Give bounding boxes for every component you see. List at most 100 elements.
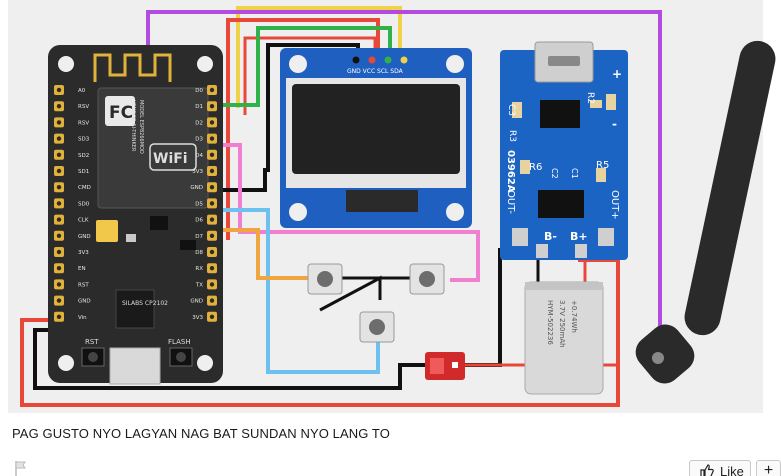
mcu-pin-hole	[209, 136, 215, 141]
mcu-pin-hole	[56, 201, 62, 206]
mcu-pin-hole	[56, 314, 62, 319]
power-switch	[425, 352, 465, 380]
mcu-pin-hole	[56, 136, 62, 141]
mcu-pin-hole	[56, 266, 62, 271]
charger-plus-top: +	[612, 67, 622, 81]
mcu-pin-hole	[56, 87, 62, 93]
mcu-pin-hole	[209, 152, 215, 157]
charger-r5: R5	[596, 160, 609, 171]
mcu-pin-label: GND	[78, 234, 91, 240]
mcu-pin-label: GND	[190, 185, 203, 191]
mcu-pin-hole	[56, 233, 62, 238]
wire-red-vcc	[226, 18, 380, 240]
mcu-pin-hole	[56, 217, 62, 222]
oled-display: GND VCC SCL SDA	[280, 48, 472, 228]
mcu-pin-label: D7	[195, 234, 203, 240]
cp2102-label: SILABS CP2102	[122, 300, 168, 307]
lipo-battery: HYM-502236 3.7V 250mAh +0.74Wh	[524, 281, 604, 395]
mcu-pin-label: D8	[195, 250, 203, 256]
mcu-pin-label: CLK	[78, 218, 89, 224]
mcu-pin-label: 3V3	[78, 250, 89, 256]
wire-black-gnd	[222, 43, 360, 192]
charger-minus-top: -	[612, 117, 617, 131]
mcu-pin-hole	[209, 185, 215, 190]
mcu-pin-hole	[209, 233, 215, 238]
wire-blue	[222, 208, 380, 374]
mcu-pin-hole	[209, 217, 215, 222]
charger-r3: R3	[507, 130, 517, 142]
charger-c3: C3	[506, 104, 516, 116]
wire-pink	[222, 143, 480, 282]
mcu-pin-label: D0	[195, 88, 203, 94]
mcu-pin-hole	[209, 314, 215, 319]
mcu-pin-label: SD1	[78, 169, 89, 175]
mcu-pin-label: D6	[195, 218, 203, 224]
mcu-pin-hole	[56, 104, 62, 109]
mcu-pin-hole	[209, 87, 215, 93]
battery-line-1: HYM-502236	[546, 300, 554, 345]
mcu-pin-hole	[56, 282, 62, 287]
charger-module: C3 R2 R3 R6 R5 C2 C1 03962A + - OUT- OUT…	[500, 41, 628, 260]
mcu-pin-label: 3V3	[192, 169, 203, 175]
charger-r2: R2	[585, 92, 595, 104]
flash-label: FLASH	[168, 338, 191, 346]
mcu-pin-label: D3	[195, 137, 203, 143]
mcu-pin-label: 3V3	[192, 315, 203, 321]
mcu-pin-label: D5	[195, 201, 203, 207]
mcu-pin-hole	[209, 120, 215, 125]
thumbs-up-icon	[700, 464, 714, 476]
mcu-pin-hole	[209, 201, 215, 206]
wire-black-bottom	[33, 248, 520, 390]
mcu-pin-hole	[56, 152, 62, 157]
charger-out-plus: OUT+	[609, 190, 620, 220]
wifi-mark: WiFi	[153, 151, 188, 167]
antenna	[635, 40, 776, 384]
mcu-pin-hole	[56, 120, 62, 125]
mcu-pin-label: RSV	[78, 104, 89, 110]
mcu-pin-hole	[209, 104, 215, 109]
mcu-pin-hole	[56, 249, 62, 255]
charger-b-minus: B-	[544, 230, 557, 243]
mcu-pin-label: GND	[78, 299, 91, 305]
mcu-pin-label: RX	[195, 266, 203, 272]
mcu-pin-label: CMD	[78, 185, 91, 191]
mcu-pin-hole	[56, 185, 62, 190]
like-button[interactable]: Like	[689, 460, 751, 476]
mcu-pin-hole	[209, 282, 215, 287]
wire-black-diag	[319, 275, 382, 312]
wire-orange	[222, 228, 310, 280]
wire-green	[222, 26, 392, 107]
post-caption: PAG GUSTO NYO LAGYAN NAG BAT SUNDAN NYO …	[12, 426, 390, 441]
mcu-pin-label: D1	[195, 104, 203, 110]
push-button-left	[307, 263, 343, 295]
push-button-bottom	[359, 311, 395, 343]
charger-c2: C2	[550, 168, 559, 179]
mcu-pin-label: A0	[78, 88, 86, 94]
charger-model: 03962A	[505, 150, 516, 193]
mcu-pin-label: SD2	[78, 153, 89, 159]
flag-icon[interactable]	[14, 460, 28, 476]
add-button[interactable]: +	[756, 460, 781, 476]
rst-label: RST	[85, 338, 99, 346]
mcu-pin-label: EN	[78, 266, 86, 272]
mcu-pin-hole	[209, 249, 215, 255]
mcu-pin-hole	[209, 266, 215, 271]
mcu-pin-hole	[56, 168, 62, 174]
charger-r6: R6	[529, 162, 542, 173]
mcu-pin-hole	[209, 168, 215, 174]
fcc-mark: FC	[109, 103, 133, 123]
oled-pin-labels: GND VCC SCL SDA	[347, 68, 404, 75]
like-label: Like	[720, 463, 744, 476]
mcu-pin-label: SD3	[78, 137, 90, 143]
charger-out-minus: OUT-	[505, 190, 516, 214]
mcu-pin-label: GND	[190, 299, 203, 305]
mcu-pin-label: Vin	[78, 315, 87, 321]
mcu-pin-label: D4	[195, 153, 203, 159]
mcu-pin-label: RST	[78, 282, 89, 288]
charger-c1: C1	[570, 168, 579, 179]
mcu-pin-label: D2	[195, 120, 203, 126]
battery-line-3: +0.74Wh	[570, 300, 578, 333]
wire-yellow	[236, 6, 402, 108]
module-vendor: VENDOR AI-THINKER	[130, 100, 136, 152]
battery-line-2: 3.7V 250mAh	[558, 300, 566, 348]
